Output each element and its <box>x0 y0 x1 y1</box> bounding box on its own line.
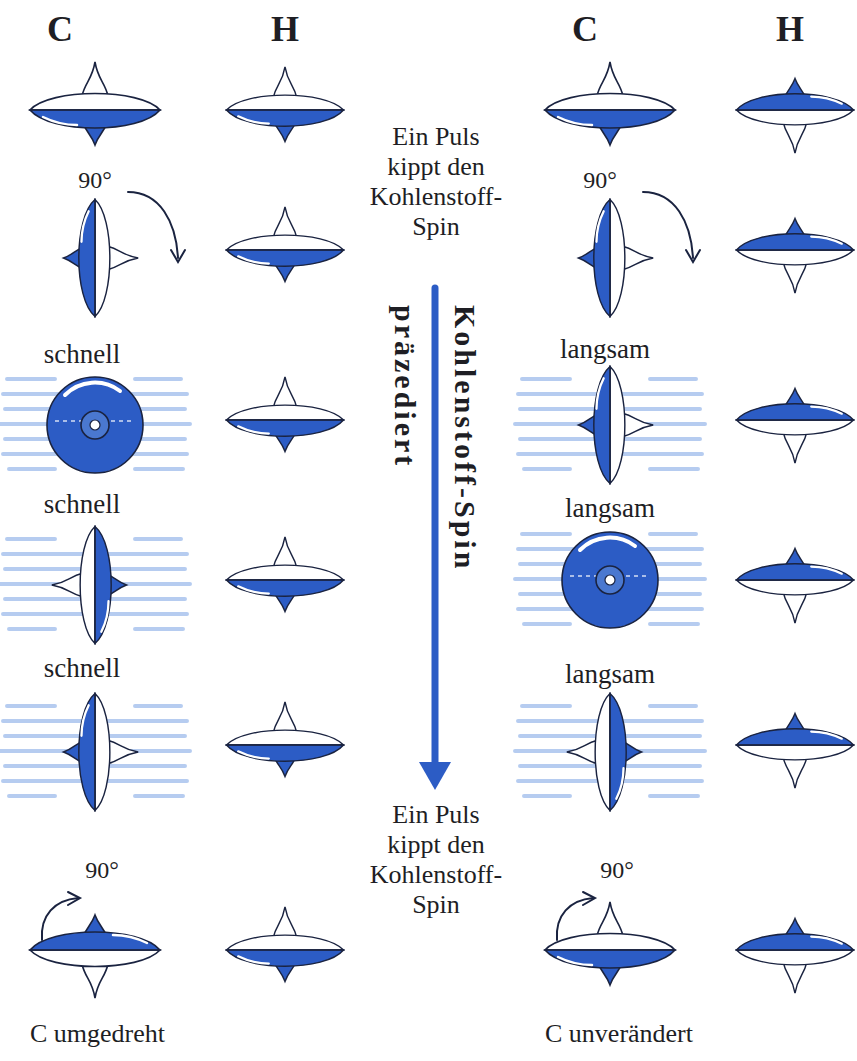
speed-label: schnell <box>44 488 120 520</box>
column-header: C <box>47 8 73 51</box>
angle-label: 90° <box>583 166 617 195</box>
angle-label: 90° <box>600 856 634 885</box>
spin-top <box>30 62 160 145</box>
spin-top <box>52 527 127 644</box>
spin-top <box>227 537 344 612</box>
spin-top <box>737 389 854 464</box>
rotation-arrows <box>42 192 700 940</box>
spin-top <box>737 219 854 294</box>
spin-top <box>737 549 854 624</box>
speed-label: langsam <box>565 658 655 690</box>
precession-arrow <box>419 288 451 790</box>
spin-top-face <box>47 377 143 473</box>
spin-top <box>737 714 854 789</box>
result-label: C umgedreht <box>30 1018 165 1049</box>
column-header: H <box>271 8 299 51</box>
spin-top <box>737 79 854 154</box>
spin-top <box>64 200 139 317</box>
spin-top <box>545 62 675 145</box>
spin-top <box>545 902 675 985</box>
spin-top <box>579 367 654 484</box>
column-header: C <box>572 8 598 51</box>
speed-label: langsam <box>560 333 650 365</box>
speed-label: schnell <box>44 338 120 370</box>
spin-top <box>567 694 642 811</box>
pulse-note: Ein Puls kippt den Kohlenstoff-Spin <box>365 800 507 920</box>
angle-label: 90° <box>78 166 112 195</box>
spin-top <box>30 915 160 998</box>
spin-top <box>64 694 139 811</box>
speed-label: schnell <box>44 652 120 684</box>
pulse-note: Ein Puls kippt den Kohlenstoff-Spin <box>365 122 507 242</box>
angle-label: 90° <box>85 856 119 885</box>
spin-top <box>227 377 344 452</box>
result-label: C unverändert <box>545 1018 693 1049</box>
spin-top <box>227 207 344 282</box>
speed-label: langsam <box>565 492 655 524</box>
spin-top-face <box>562 532 658 628</box>
spin-top <box>227 702 344 777</box>
spin-top <box>579 200 654 317</box>
column-header: H <box>776 8 804 51</box>
precession-label: Kohlenstoff-Spin präzediert <box>375 305 495 635</box>
spin-top <box>227 67 344 142</box>
spin-top <box>227 907 344 982</box>
spin-top <box>737 919 854 994</box>
